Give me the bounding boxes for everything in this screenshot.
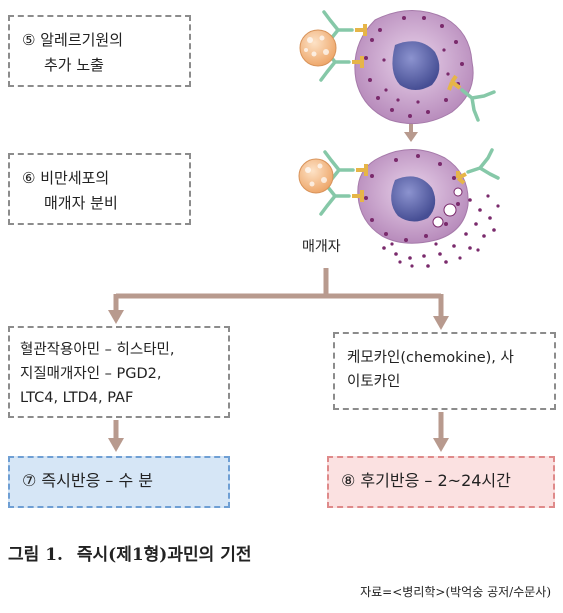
immediate-reaction-box: ⑦ 즉시반응 – 수 분	[8, 456, 230, 508]
right-box-line-2: 이토카인	[347, 374, 401, 390]
left-box-line-3: LTC4, LTD4, PAF	[20, 390, 134, 406]
step-5-line-1: ⑤ 알레르기원의	[22, 31, 124, 49]
mast-cell-top	[354, 9, 474, 125]
figure-source: 자료=<병리학>(박억숭 공저/수문사)	[360, 585, 551, 599]
antibody-receptor-middle	[319, 148, 500, 216]
arrow-top-to-middle	[404, 124, 418, 142]
figure-number: 그림 1.	[8, 545, 63, 565]
step-5-box: ⑤ 알레르기원의 추가 노출	[8, 15, 191, 87]
arrow-left-to-immediate	[108, 420, 124, 452]
step-6-line-1: ⑥ 비만세포의	[22, 169, 110, 187]
allergen-top	[299, 29, 337, 67]
allergen-middle	[298, 158, 334, 194]
amine-lipid-mediators-box: 혈관작용아민 – 히스타민, 지질매개자인 – PGD2, LTC4, LTD4…	[8, 326, 230, 418]
branch-arrows	[113, 268, 444, 318]
step-6-line-2: 매개자 분비	[44, 194, 118, 212]
step-5-line-2: 추가 노출	[44, 56, 104, 74]
immediate-reaction-text: ⑦ 즉시반응 – 수 분	[22, 471, 154, 490]
figure-title: 즉시(제1형)과민의 기전	[76, 545, 252, 565]
granules-top	[364, 16, 464, 118]
late-reaction-text: ⑧ 후기반응 – 2~24시간	[341, 471, 511, 490]
arrowhead-left-box	[108, 310, 124, 324]
arrowhead-right-box	[433, 316, 449, 330]
left-box-line-1: 혈관작용아민 – 히스타민,	[20, 342, 175, 358]
right-box-line-1: 케모카인(chemokine), 사	[347, 350, 514, 366]
arrow-right-to-late	[433, 412, 449, 452]
late-reaction-box: ⑧ 후기반응 – 2~24시간	[327, 456, 555, 508]
left-box-line-2: 지질매개자인 – PGD2,	[20, 366, 162, 382]
mast-cell-middle	[357, 149, 500, 268]
mediator-label: 매개자	[302, 239, 341, 255]
figure-caption: 그림 1. 즉시(제1형)과민의 기전	[8, 540, 251, 565]
step-6-box: ⑥ 비만세포의 매개자 분비	[8, 153, 191, 225]
chemokine-cytokine-box: 케모카인(chemokine), 사 이토카인	[333, 332, 556, 410]
